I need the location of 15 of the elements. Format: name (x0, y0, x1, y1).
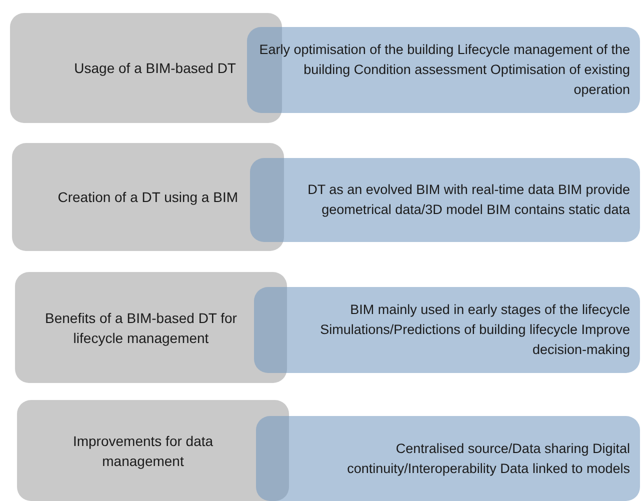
topic-box (17, 400, 289, 501)
topic-label: Creation of a DT using a BIM (58, 188, 238, 207)
detail-text: DT as an evolved BIM with real-time data BIM provide geometrical data/3D model BIM contains static data (306, 181, 630, 219)
detail-text: Early optimisation of the building Lifecycle management of the building Condition assessment Optimisation of existing operation (259, 41, 630, 99)
detail-box (256, 416, 640, 501)
detail-text: BIM mainly used in early stages of the lifecycle Simulations/Predictions of building lifecycle Improve decision-making (319, 301, 630, 359)
topic-box (12, 143, 284, 251)
detail-box (250, 158, 640, 242)
detail-text: Centralised source/Data sharing Digital continuity/Interoperability Data linked to models (346, 440, 630, 478)
topic-label: Usage of a BIM-based DT (74, 59, 236, 78)
detail-box (247, 27, 640, 113)
topic-box (15, 272, 287, 383)
detail-box (254, 287, 640, 373)
topic-label: Improvements for data management (72, 432, 214, 470)
topic-label: Benefits of a BIM-based DT for lifecycle management (44, 308, 238, 348)
